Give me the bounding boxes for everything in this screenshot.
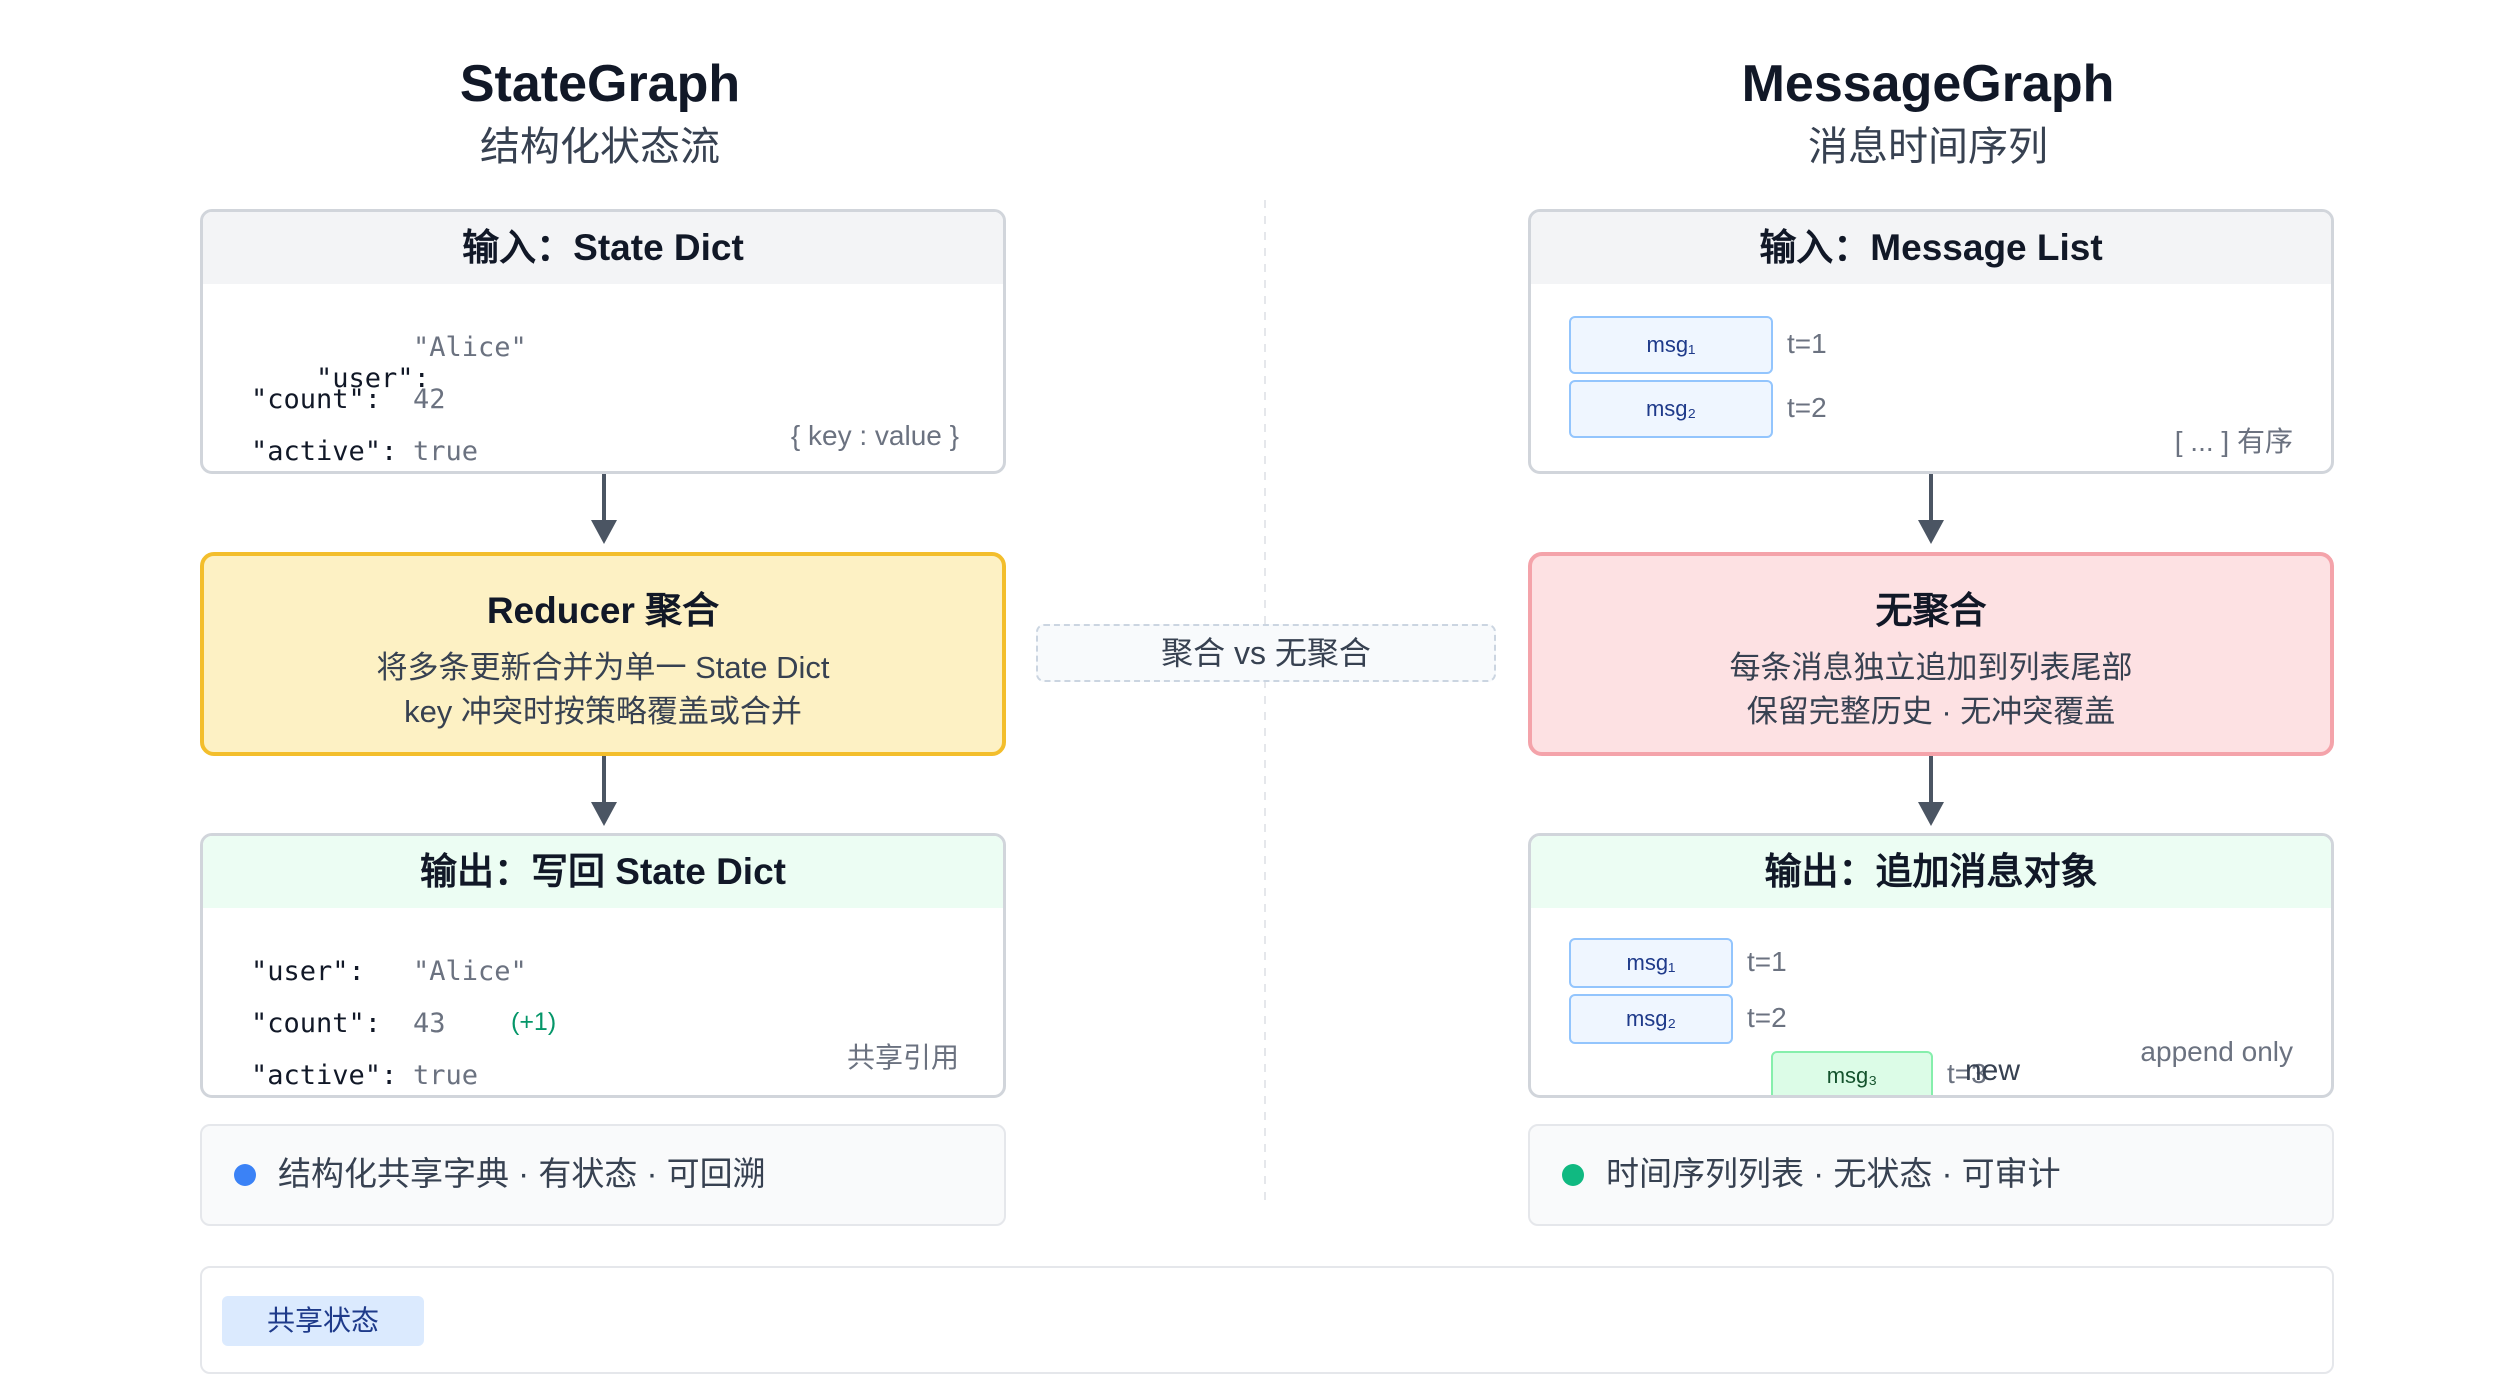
new-tag: new	[1965, 1054, 2021, 1087]
messagegraph-summary-text: 时间序列列表 · 无状态 · 可审计	[1606, 1155, 2061, 1192]
output-value-active: true	[413, 1060, 479, 1091]
arrow-input-to-noagg	[1918, 474, 1944, 544]
message-list-input-header: 输入：Message List	[1531, 212, 2331, 284]
output-row-user: "user":	[251, 956, 365, 987]
input-row-count: "count":	[251, 384, 382, 415]
shared-reference-hint: 共享引用	[846, 1042, 959, 1073]
reducer-title: Reducer 聚合	[486, 590, 720, 631]
comparison-label: 聚合 vs 无聚合	[1036, 624, 1496, 682]
no-aggregation-desc-1: 每条消息独立追加到列表尾部	[1729, 650, 2133, 685]
input-message-1: msg₁	[1569, 316, 1773, 374]
input-message-2: msg₂	[1569, 380, 1773, 438]
output-value-user: "Alice"	[413, 956, 527, 987]
output-message-1: msg₁	[1569, 938, 1733, 988]
output-row-count: "count":	[251, 1008, 382, 1039]
messagegraph-summary: 时间序列列表 · 无状态 · 可审计	[1528, 1124, 2334, 1226]
output-value-count: 43	[413, 1008, 446, 1039]
reducer-desc-1: 将多条更新合并为单一 State Dict	[376, 650, 830, 685]
output-message-2: msg₂	[1569, 994, 1733, 1044]
message-list-input-card: 输入：Message List msg₁ t=1 msg₂ t=2 [ ... …	[1528, 209, 2334, 474]
stategraph-summary: 结构化共享字典 · 有状态 · 可回溯	[200, 1124, 1006, 1226]
append-only-hint: append only	[2140, 1036, 2293, 1067]
reducer-desc-2: key 冲突时按策略覆盖或合并	[404, 694, 802, 729]
no-aggregation-box: 无聚合 每条消息独立追加到列表尾部 保留完整历史 · 无冲突覆盖	[1528, 552, 2334, 756]
stategraph-title: StateGraph	[459, 55, 741, 113]
state-dict-output-header: 输出：写回 State Dict	[203, 836, 1003, 908]
state-dict-input-header: 输入：State Dict	[203, 212, 1003, 284]
blue-dot-icon	[234, 1164, 256, 1186]
messagegraph-title: MessageGraph	[1741, 55, 2115, 113]
message-output-card: 输出：追加消息对象 msg₁ t=1 msg₂ t=2 msg₃ t=3 new…	[1528, 833, 2334, 1098]
no-aggregation-title: 无聚合	[1875, 590, 1987, 631]
stategraph-summary-text: 结构化共享字典 · 有状态 · 可回溯	[278, 1155, 766, 1192]
message-output-header: 输出：追加消息对象	[1531, 836, 2331, 908]
legend-box: 共享状态	[200, 1266, 2334, 1374]
no-aggregation-desc-2: 保留完整历史 · 无冲突覆盖	[1746, 694, 2116, 729]
green-dot-icon	[1562, 1164, 1584, 1186]
count-delta: (+1)	[511, 1008, 557, 1036]
input-value-active: true	[413, 436, 479, 467]
reducer-aggregate-box: Reducer 聚合 将多条更新合并为单一 State Dict key 冲突时…	[200, 552, 1006, 756]
input-message-1-time: t=1	[1787, 328, 1827, 359]
output-message-2-time: t=2	[1747, 1002, 1787, 1033]
input-row-active: "active":	[251, 436, 398, 467]
ordered-list-hint: [ ... ] 有序	[2174, 426, 2293, 457]
input-message-2-time: t=2	[1787, 392, 1827, 423]
input-value-user: "Alice"	[413, 332, 527, 363]
messagegraph-subtitle: 消息时间序列	[1808, 125, 2048, 169]
output-row-active: "active":	[251, 1060, 398, 1091]
key-value-hint: { key : value }	[790, 420, 959, 451]
input-row-user: "user":	[316, 363, 430, 394]
center-divider	[1264, 200, 1266, 1200]
shared-state-chip: 共享状态	[222, 1296, 424, 1346]
output-message-new-time: t=3	[1947, 1058, 1987, 1089]
arrow-reducer-to-output	[591, 756, 617, 826]
state-dict-output-card: 输出：写回 State Dict "user": "Alice" "count"…	[200, 833, 1006, 1098]
input-value-count: 42	[413, 384, 446, 415]
output-message-1-time: t=1	[1747, 946, 1787, 977]
arrow-input-to-reducer	[591, 474, 617, 544]
stategraph-subtitle: 结构化状态流	[480, 125, 720, 169]
state-dict-input-card: 输入：State Dict "user": "Alice" "count": 4…	[200, 209, 1006, 474]
output-message-new: msg₃	[1771, 1051, 1933, 1095]
arrow-noagg-to-output	[1918, 756, 1944, 826]
